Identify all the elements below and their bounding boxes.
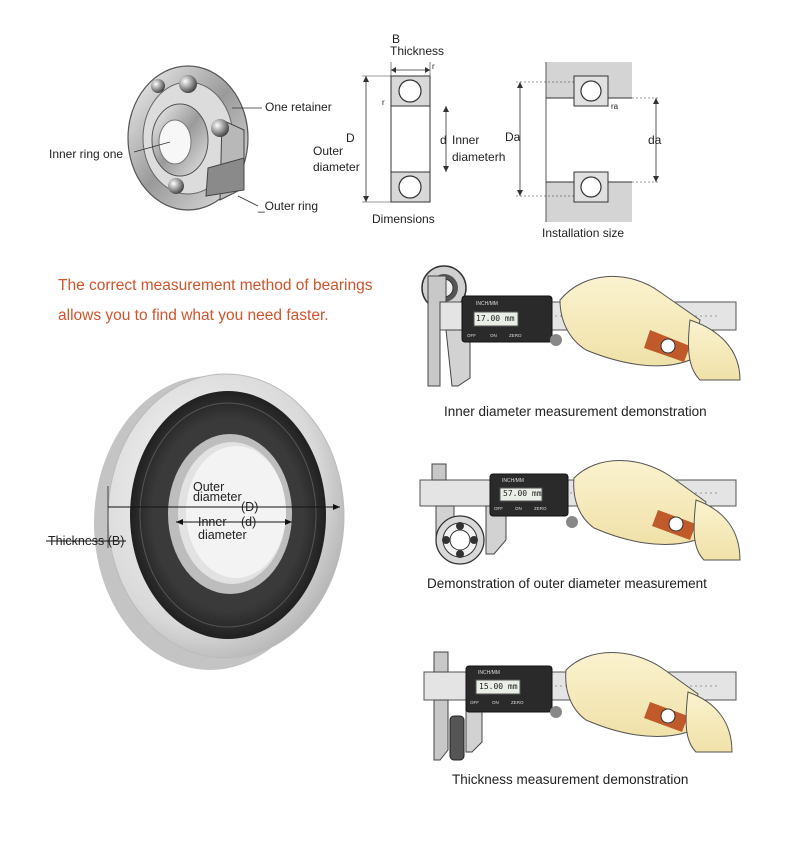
retainer-label: One retainer [265,100,332,114]
Da-label: Da [505,130,521,144]
thickness-b-label: Thickness (B) [48,534,125,548]
caliper-3-off: OFF [470,700,479,705]
caliper-2-zero: ZERO [534,506,547,511]
inner-diameter-label: diameterh [452,150,506,164]
headline-line-1: The correct measurement method of bearin… [58,277,373,294]
caliper-2-mode: INCH/MM [502,478,524,484]
D-label: D [346,131,355,145]
headline-line-2: allows you to find what you need faster. [58,307,329,324]
caliper-3-reading: 15.00 mm [479,682,518,691]
caliper-1-off: OFF [467,333,476,338]
outer-ring-label: _Outer ring [258,199,319,213]
r-side-label: r [382,98,385,107]
inner-label: Inner [452,133,480,147]
installation-caption: Installation size [542,226,625,240]
b-label: B [392,32,401,46]
inner-diameter-text-2: diameter [198,528,247,542]
thickness-demo-caption: Thickness measurement demonstration [452,772,689,787]
da-label: da [648,133,662,147]
d-label: d [440,133,447,147]
caliper-1-mode: INCH/MM [476,301,498,307]
caliper-3-mode: INCH/MM [478,670,500,676]
d-paren-label: (d) [241,515,257,529]
caliper-2-reading: 57.00 mm [503,489,542,498]
outer-demo-caption: Demonstration of outer diameter measurem… [427,576,707,591]
caliper-2-on: ON [515,506,522,511]
inner-demo-caption: Inner diameter measurement demonstration [444,404,707,419]
outer-diameter-text-1: Outer [193,480,225,494]
caliper-3-zero: ZERO [511,700,524,705]
D-paren-label: (D) [241,500,259,514]
caliper-1-on: ON [490,333,497,338]
ra-label: ra [611,102,619,111]
caliper-3-on: ON [492,700,499,705]
dimensions-caption: Dimensions [372,212,435,226]
inner-ring-label: Inner ring one [49,147,124,161]
outer-diameter-text-2: diameter [193,490,242,504]
outer-diameter-label: diameter [313,160,360,174]
caliper-2-off: OFF [494,506,503,511]
thickness-label: Thickness [390,44,445,58]
r-top-label: r [432,62,435,71]
caliper-1-zero: ZERO [509,333,522,338]
outer-label: Outer [313,144,344,158]
inner-diameter-text-1: Inner [198,515,227,529]
caliper-1-reading: 17.00 mm [476,314,515,323]
